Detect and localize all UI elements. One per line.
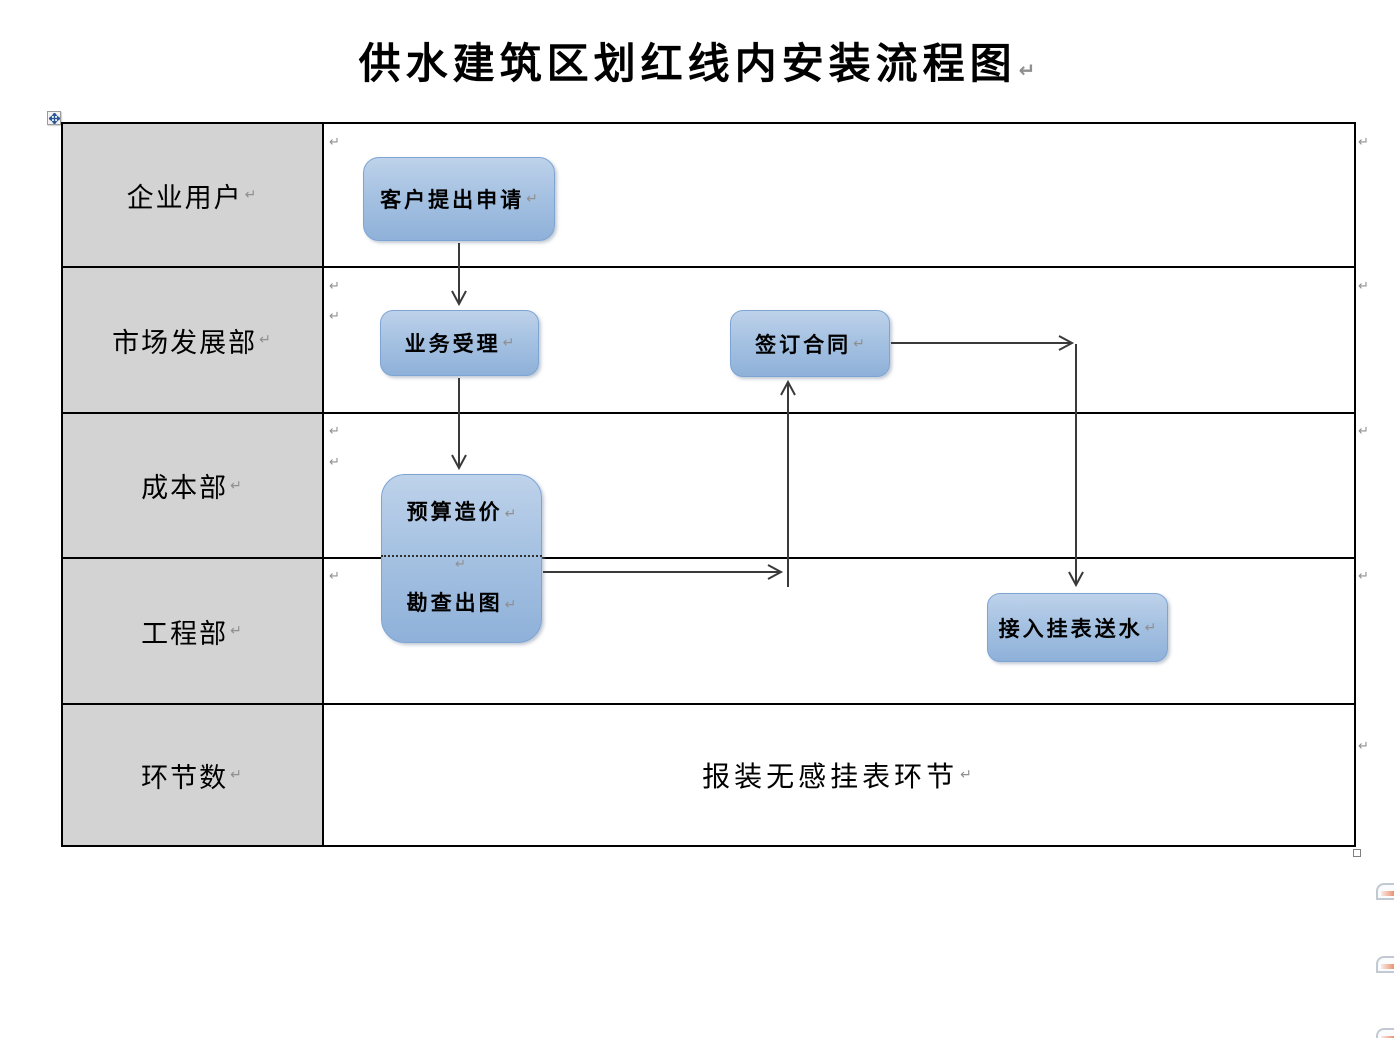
- dotted-gridline: [381, 555, 542, 557]
- node-label-text: 预算造价: [406, 499, 503, 524]
- move-icon: [48, 112, 60, 124]
- swimlane-label-market-dev-dept: 市场发展部↵: [63, 268, 324, 414]
- page-title-text: 供水建筑区划红线内安装流程图: [358, 39, 1017, 88]
- flow-node-business-acceptance[interactable]: 业务受理↵: [380, 310, 539, 376]
- paragraph-mark: ↵: [230, 623, 244, 639]
- paragraph-mark: ↵: [853, 335, 865, 352]
- node-label-text: 签订合同: [755, 331, 852, 357]
- row-end-mark: ↵: [1358, 279, 1369, 294]
- node-row-survey-drawing: 勘查出图↵: [382, 590, 541, 618]
- node-label-text: 勘查出图: [406, 590, 503, 615]
- margin-annotation-stripe: [1381, 1036, 1394, 1038]
- flow-node-budget-and-survey[interactable]: 预算造价↵ 勘查出图↵: [381, 474, 542, 643]
- margin-annotation-stripe: [1381, 964, 1394, 969]
- swimlane-label-cost-dept: 成本部↵: [63, 414, 324, 559]
- table-resize-handle[interactable]: [1353, 849, 1361, 857]
- lane-label-text: 环节数: [141, 762, 229, 794]
- margin-annotation-stripe: [1381, 891, 1394, 896]
- row-end-mark: ↵: [1358, 135, 1369, 150]
- row-end-mark: ↵: [1358, 424, 1369, 439]
- lane-label-text: 工程部: [141, 618, 229, 650]
- paragraph-mark: ↵: [504, 506, 517, 522]
- paragraph-mark: ↵: [1144, 619, 1157, 636]
- lane-content-enterprise-user: [324, 124, 1354, 268]
- paragraph-mark: ↵: [329, 135, 340, 150]
- lane-label-text: 成本部: [141, 473, 229, 504]
- paragraph-mark: ↵: [329, 569, 340, 584]
- swimlane-label-enterprise-user: 企业用户↵: [63, 124, 324, 268]
- paragraph-mark: ↵: [526, 191, 538, 207]
- page-title: 供水建筑区划红线内安装流程图↵: [0, 30, 1394, 91]
- paragraph-mark: ↵: [329, 309, 340, 324]
- node-row-budget-pricing: 预算造价↵: [382, 499, 541, 527]
- swimlane-table: 企业用户↵ 市场发展部↵ 成本部↵ 工程部↵ 环节数↵ 报装无感挂表环节↵: [61, 122, 1356, 847]
- paragraph-mark: ↵: [504, 597, 517, 613]
- margin-annotation-icon: [1376, 956, 1394, 973]
- node-label-text: 业务受理: [404, 331, 501, 356]
- node-label-text: 接入挂表送水: [998, 615, 1143, 641]
- lane-label-text: 市场发展部: [112, 327, 258, 359]
- paragraph-mark: ↵: [329, 279, 340, 294]
- paragraph-mark: ↵: [1018, 58, 1036, 82]
- paragraph-mark: ↵: [244, 187, 259, 203]
- node-label-text: 客户提出申请: [380, 187, 525, 212]
- paragraph-mark: ↵: [230, 767, 244, 783]
- flow-node-customer-request[interactable]: 客户提出申请↵: [363, 157, 555, 241]
- lane-content-cost-dept: [324, 414, 1354, 559]
- paragraph-mark: ↵: [502, 335, 515, 351]
- lane-label-text: 企业用户: [126, 182, 243, 214]
- lane-content-engineering-dept: [324, 559, 1354, 705]
- row-end-mark: ↵: [1358, 569, 1369, 584]
- flow-node-meter-water-supply[interactable]: 接入挂表送水↵: [987, 593, 1168, 662]
- swimlane-label-engineering-dept: 工程部↵: [63, 559, 324, 705]
- lane-content-market-dev-dept: [324, 268, 1354, 414]
- paragraph-mark: ↵: [259, 332, 273, 348]
- process-note-text: 报装无感挂表环节: [702, 760, 959, 793]
- table-move-handle[interactable]: [47, 111, 61, 125]
- swimlane-label-step-count: 环节数↵: [63, 705, 324, 845]
- paragraph-mark: ↵: [230, 477, 244, 494]
- lane-content-step-count: 报装无感挂表环节↵: [324, 705, 1354, 845]
- margin-annotation-icon: [1376, 883, 1394, 900]
- row-end-mark: ↵: [1358, 739, 1369, 754]
- paragraph-mark: ↵: [329, 455, 340, 470]
- paragraph-mark: ↵: [960, 767, 976, 783]
- margin-annotation-icon: [1376, 1028, 1394, 1038]
- flow-node-sign-contract[interactable]: 签订合同↵: [730, 310, 890, 377]
- paragraph-mark: ↵: [455, 557, 466, 572]
- paragraph-mark: ↵: [329, 424, 340, 439]
